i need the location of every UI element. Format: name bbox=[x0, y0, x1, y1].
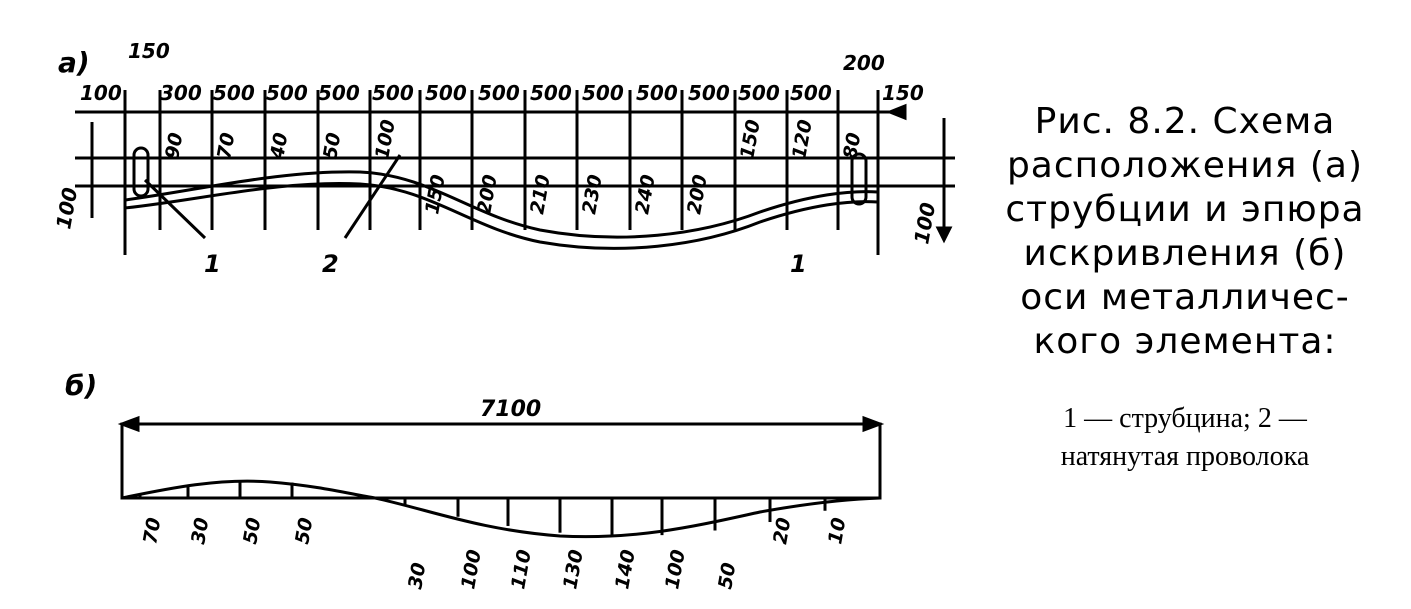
top-dimension-label: 500 bbox=[738, 81, 780, 105]
ordinate-value: 200 bbox=[683, 173, 712, 216]
legend-line: натянутая проволока bbox=[1060, 441, 1310, 472]
top-dimension-label: 100 bbox=[80, 81, 122, 105]
deviation-value: 50 bbox=[714, 561, 740, 591]
diagram-a-values: 90 70 40 50 100 150 200 210 230 240 200 150 120 80 bbox=[161, 118, 865, 216]
deviation-curve bbox=[121, 479, 881, 539]
ordinate-value: 230 bbox=[578, 173, 607, 216]
top-dimension-label: 500 bbox=[372, 81, 414, 105]
top-dimension-label: 200 bbox=[843, 51, 885, 75]
top-dimension-label: 500 bbox=[790, 81, 832, 105]
ordinate-value: 50 bbox=[319, 131, 345, 161]
caption-line: кого элемента: bbox=[1033, 321, 1337, 362]
deviation-value: 110 bbox=[507, 548, 536, 591]
ordinate-value: 40 bbox=[266, 131, 292, 162]
caption-line: расположения (а) bbox=[1006, 145, 1364, 186]
top-dimension-label: 300 bbox=[160, 81, 202, 105]
top-dimension-label: 150 bbox=[882, 81, 924, 105]
callout-1-left: 1 bbox=[204, 250, 221, 278]
ordinate-value: 120 bbox=[788, 118, 817, 161]
ordinate-value: 150 bbox=[421, 173, 450, 216]
callout-leader-1-left bbox=[143, 178, 207, 240]
top-dimension-label: 500 bbox=[530, 81, 572, 105]
top-dimension-label: 150 bbox=[128, 39, 170, 63]
deviation-value: 30 bbox=[404, 561, 430, 591]
caption-line: Рис. 8.2. Схема bbox=[1034, 101, 1336, 142]
ordinate-value: 240 bbox=[631, 173, 660, 216]
diagram-b-ordinates bbox=[138, 480, 827, 536]
ordinate-value: 80 bbox=[839, 131, 865, 161]
ordinate-value: 200 bbox=[473, 173, 502, 216]
diagram-a-verticals bbox=[158, 90, 840, 230]
diagram-b: б) 7100 70 30 50 50 30 100 110 130 140 100 50 20 10 bbox=[65, 369, 885, 591]
ordinate-value: 210 bbox=[526, 173, 555, 216]
deviation-value: 140 bbox=[611, 548, 640, 591]
diagram-b-label: б) bbox=[65, 369, 97, 402]
top-dimension-label: 500 bbox=[478, 81, 520, 105]
caption-line: искривления (б) bbox=[1023, 233, 1347, 274]
top-dimension-label: 500 bbox=[636, 81, 678, 105]
top-dimension-label: 500 bbox=[425, 81, 467, 105]
span-arrow-right bbox=[862, 415, 885, 433]
caption-line: оси металличес- bbox=[1020, 277, 1350, 318]
ordinate-value: 90 bbox=[161, 131, 187, 161]
span-arrow-left bbox=[117, 415, 140, 433]
side-dim-left-label: 100 bbox=[51, 186, 82, 231]
diagram-b-values: 70 30 50 50 30 100 110 130 140 100 50 20 10 bbox=[139, 516, 850, 591]
callout-1-right: 1 bbox=[790, 250, 807, 278]
callout-2: 2 bbox=[322, 250, 339, 278]
span-label: 7100 bbox=[480, 397, 541, 422]
ordinate-value: 150 bbox=[736, 118, 765, 161]
deviation-value: 130 bbox=[559, 548, 588, 591]
deviation-value: 10 bbox=[824, 516, 850, 546]
ordinate-value: 70 bbox=[213, 131, 239, 161]
diagram-a-label: а) bbox=[58, 46, 90, 79]
top-dimension-label: 500 bbox=[318, 81, 360, 105]
top-dimension-label: 500 bbox=[688, 81, 730, 105]
caption-line: струбции и эпюра bbox=[1005, 189, 1365, 230]
deviation-value: 70 bbox=[139, 516, 165, 546]
top-dimension-label: 500 bbox=[582, 81, 624, 105]
deviation-value: 100 bbox=[457, 548, 486, 591]
deviation-value: 50 bbox=[239, 516, 265, 546]
top-dimension-label: 500 bbox=[266, 81, 308, 105]
curved-element-top bbox=[124, 170, 879, 239]
clamp-right bbox=[850, 152, 868, 206]
figure-caption: Рис. 8.2. Схема расположения (а) струбци… bbox=[985, 100, 1385, 364]
top-right-arrow bbox=[885, 103, 907, 121]
deviation-value: 100 bbox=[661, 548, 690, 591]
side-dim-right-label: 100 bbox=[909, 201, 940, 246]
curved-element-bottom bbox=[124, 182, 879, 250]
deviation-value: 30 bbox=[187, 516, 213, 546]
top-dimension-label: 500 bbox=[213, 81, 255, 105]
right-arrow-head bbox=[935, 226, 953, 244]
callout-leader-2 bbox=[343, 154, 402, 239]
span-frame bbox=[120, 422, 882, 500]
clamp-left bbox=[132, 146, 150, 198]
figure-legend: 1 — струбцина; 2 — натянутая проволока bbox=[985, 400, 1385, 476]
ordinate-value: 100 bbox=[371, 118, 400, 161]
deviation-value: 20 bbox=[769, 516, 795, 546]
legend-line: 1 — струбцина; 2 — bbox=[1063, 403, 1307, 434]
deviation-value: 50 bbox=[291, 516, 317, 546]
